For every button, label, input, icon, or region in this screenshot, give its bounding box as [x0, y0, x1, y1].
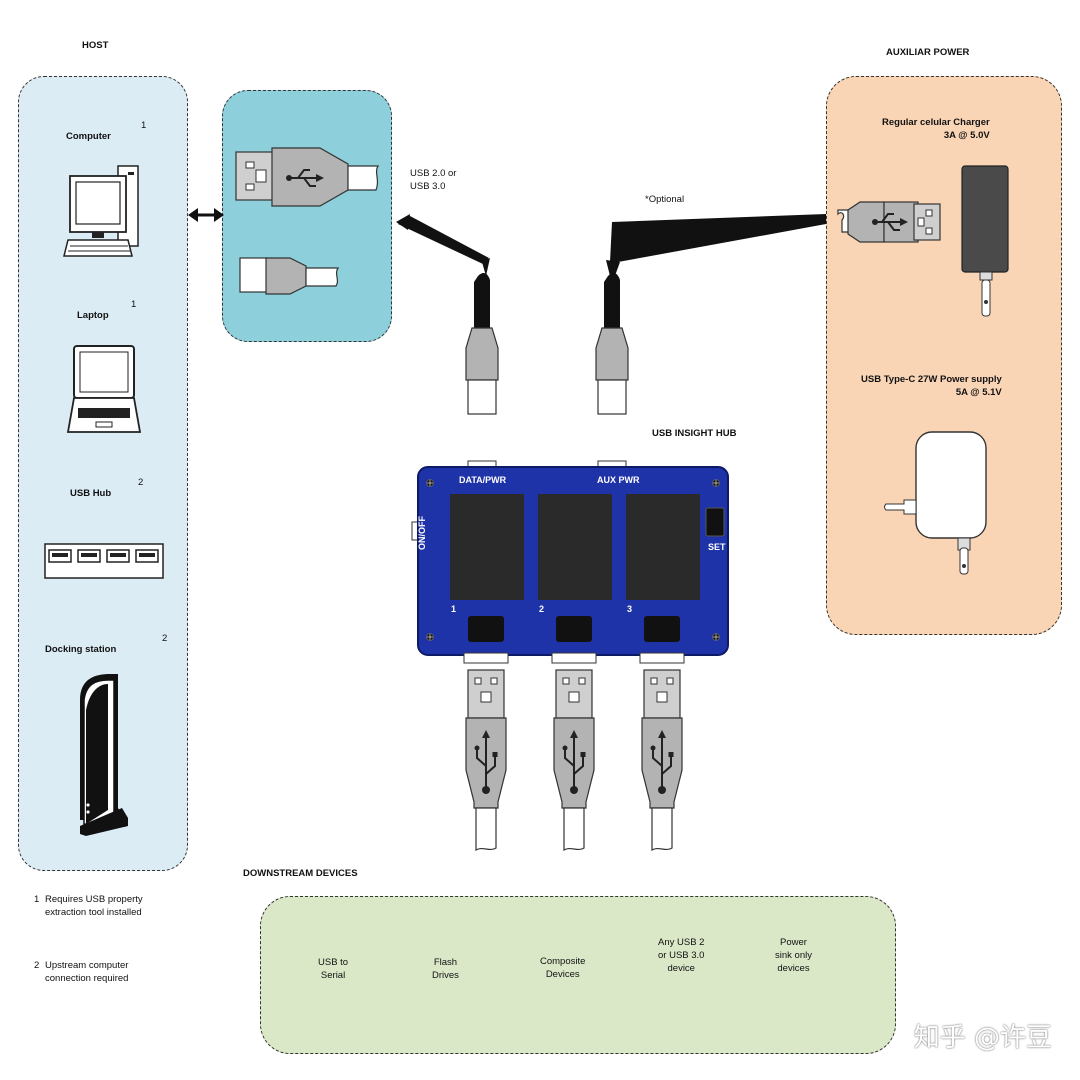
usb-version-label: USB 2.0 or USB 3.0 — [410, 168, 457, 192]
downstream-panel — [260, 896, 896, 1054]
footnote-2-number: 2 — [34, 960, 40, 971]
host-item-docking-note: 2 — [162, 633, 168, 644]
aux-power-title: AUXILIAR POWER — [886, 47, 970, 58]
aux-pwr-cable-icon — [595, 272, 629, 415]
hub-data-pwr-label: DATA/PWR — [459, 475, 507, 485]
host-item-usb-hub-note: 2 — [138, 477, 144, 488]
downstream-plug-2-icon — [553, 669, 595, 851]
footnote-1-text: Requires USB property extraction tool in… — [45, 894, 143, 918]
aux-power-cable-wedge — [606, 214, 826, 284]
usb-a-plug-icon — [235, 147, 380, 207]
footnote-1-number: 1 — [34, 894, 40, 905]
usb-b-plug-icon — [239, 257, 340, 295]
usb-charger-plug-icon — [837, 201, 941, 243]
usb-hub-icon — [44, 543, 164, 579]
usb-c-supply-label: USB Type-C 27W Power supply 5A @ 5.1V — [861, 374, 1002, 398]
charger-label: Regular celular Charger 3A @ 5.0V — [882, 117, 990, 141]
hub-port-2-label: 2 — [539, 604, 545, 614]
host-item-docking-label: Docking station — [45, 644, 117, 655]
cable-panel — [222, 90, 392, 342]
device-power-sink: Power sink only devices — [775, 937, 812, 974]
docking-station-icon — [80, 674, 128, 836]
host-item-computer-label: Computer — [66, 131, 111, 142]
bidirectional-arrow — [188, 208, 224, 222]
downstream-title: DOWNSTREAM DEVICES — [243, 868, 358, 879]
host-title: HOST — [82, 40, 109, 51]
device-composite: Composite Devices — [540, 956, 586, 980]
hub-title: USB INSIGHT HUB — [652, 428, 737, 439]
host-item-laptop-note: 1 — [131, 299, 137, 310]
hub-port-1-label: 1 — [451, 604, 457, 614]
host-item-usb-hub-label: USB Hub — [70, 488, 112, 499]
downstream-plug-1-icon — [465, 669, 507, 851]
hub-aux-pwr-label: AUX PWR — [597, 475, 640, 485]
usb-insight-hub-device — [411, 460, 729, 664]
device-flash-drives: Flash Drives — [432, 957, 459, 981]
hub-set-label: SET — [708, 542, 726, 552]
downstream-plug-3-icon — [641, 669, 683, 851]
data-pwr-cable-icon — [465, 272, 499, 415]
hub-port-3-label: 3 — [627, 604, 633, 614]
footnote-2-text: Upstream computer connection required — [45, 960, 129, 984]
device-usb-serial: USB to Serial — [318, 957, 349, 981]
hub-on-off-label: ON/OFF — [417, 516, 427, 550]
laptop-icon — [66, 345, 142, 433]
device-any-usb: Any USB 2 or USB 3.0 device — [658, 937, 705, 974]
host-item-computer-note: 1 — [141, 120, 147, 131]
charger-brick-icon — [961, 165, 1009, 317]
usb-c-power-supply-icon — [884, 431, 987, 575]
optional-label: *Optional — [645, 194, 685, 205]
computer-icon — [63, 165, 139, 257]
aux-power-panel — [826, 76, 1062, 635]
host-item-laptop-label: Laptop — [77, 310, 109, 321]
watermark: 知乎 @许豆 — [913, 1023, 1052, 1053]
data-pwr-cable-wedge — [396, 214, 490, 276]
